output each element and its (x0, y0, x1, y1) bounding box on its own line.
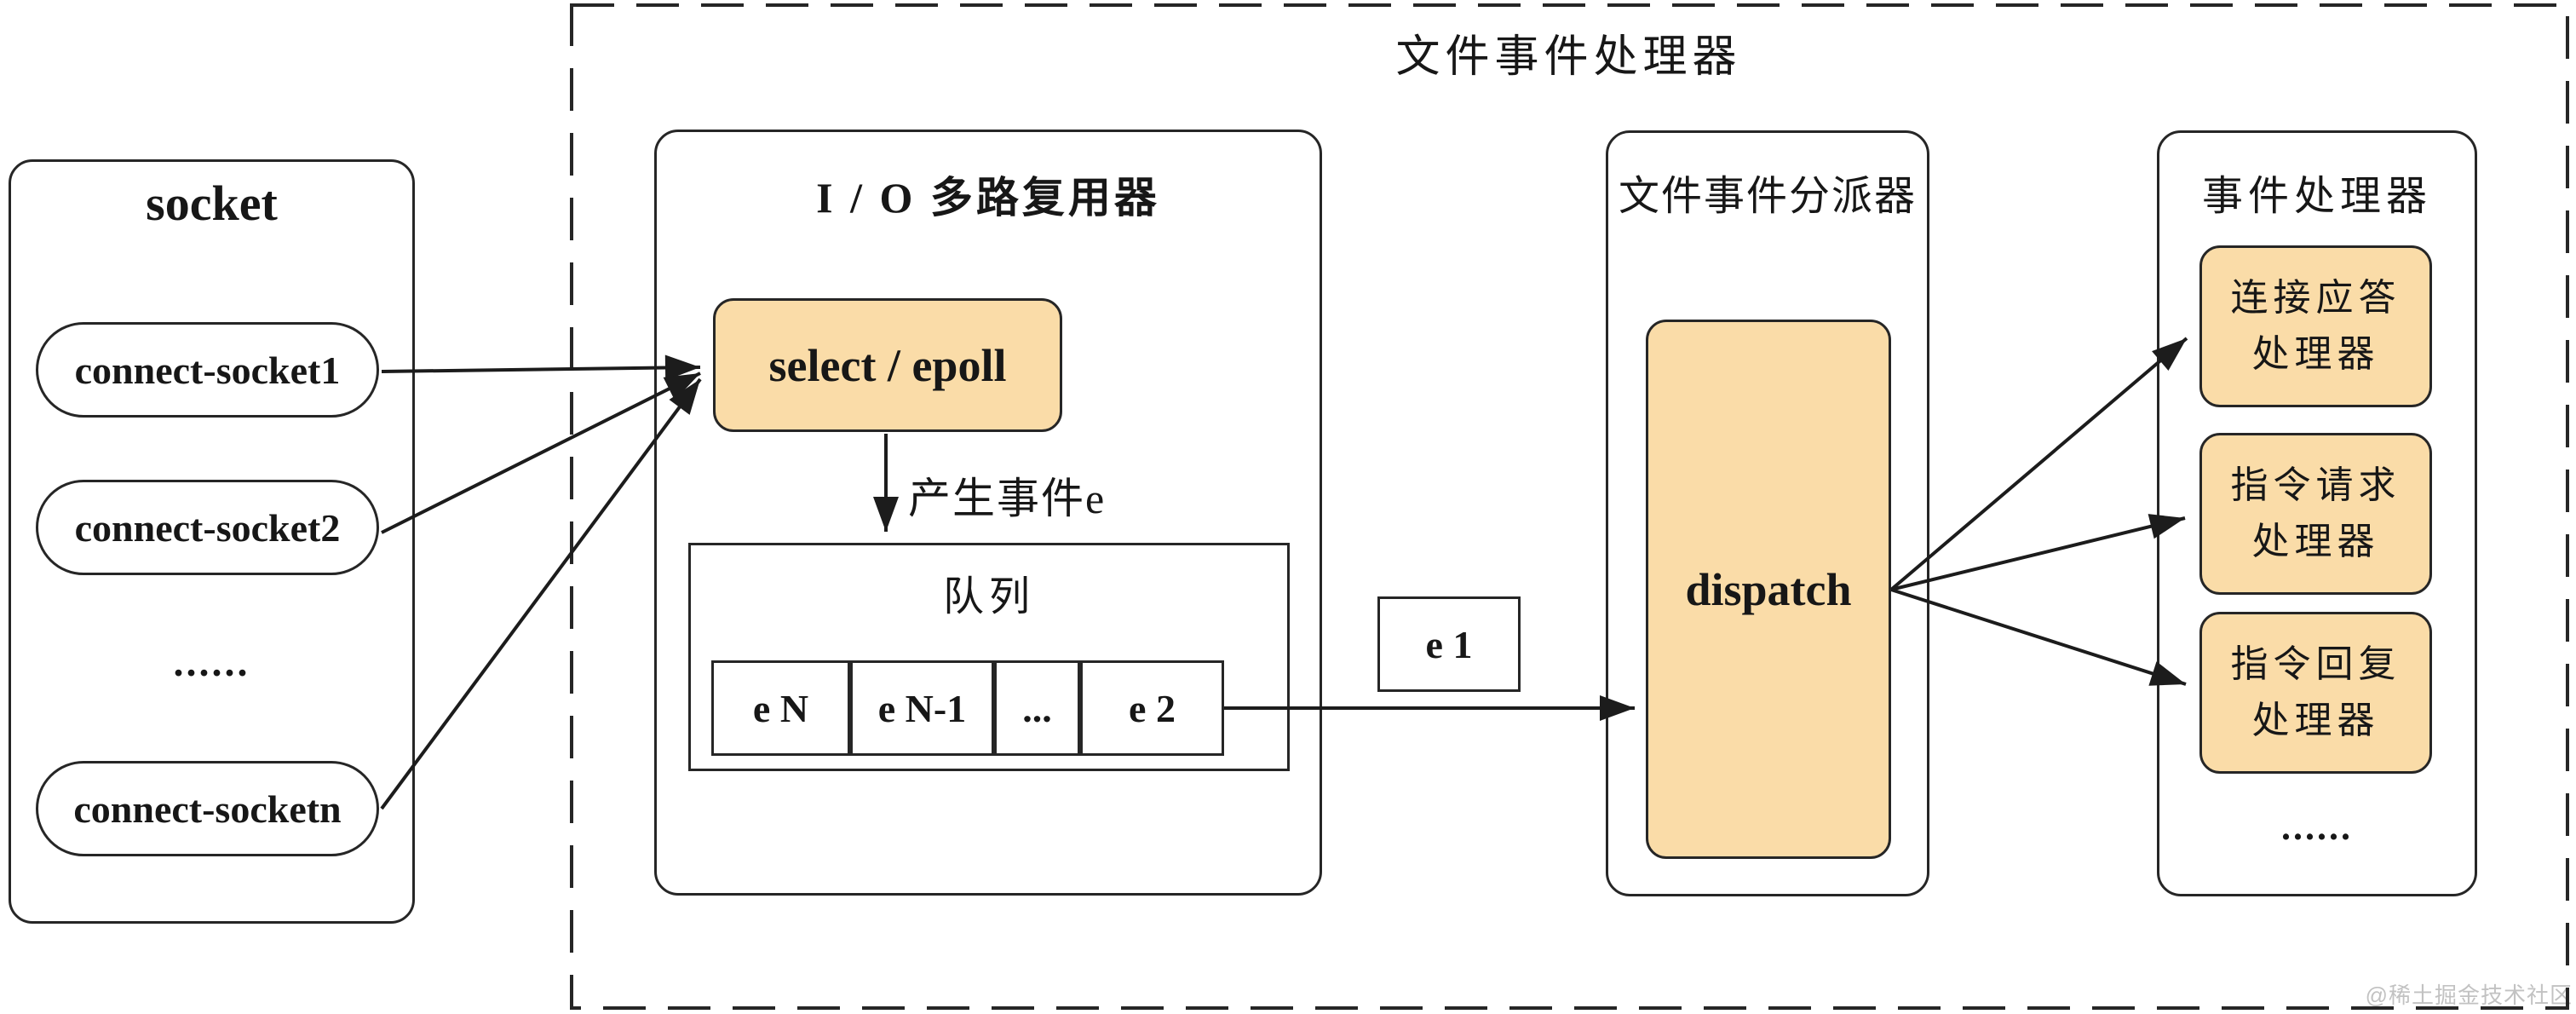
handlers-ellipsis: ...... (2281, 806, 2353, 848)
connect-socketn-label: connect-socketn (73, 786, 342, 831)
handler-connection-reply: 连接应答 处理器 (2199, 245, 2432, 407)
handler-command-reply: 指令回复 处理器 (2199, 612, 2432, 774)
connect-socketn-node: connect-socketn (36, 761, 379, 856)
dispatch-node: dispatch (1646, 320, 1891, 859)
queue-cell-eN-1-label: e N-1 (877, 686, 967, 730)
handler-command-request-line1: 指令请求 (2230, 464, 2401, 506)
connect-socket2-node: connect-socket2 (36, 480, 379, 575)
event-handlers-title: 事件处理器 (2201, 174, 2432, 219)
connect-socket1-label: connect-socket1 (74, 348, 341, 392)
select-epoll-label: select / epoll (768, 339, 1007, 391)
handler-connection-reply-line2: 处理器 (2251, 333, 2380, 375)
socket-ellipsis: ...... (173, 640, 250, 685)
arrow-socketn-to-select (380, 377, 702, 810)
handler-command-reply-line2: 处理器 (2251, 700, 2380, 741)
handler-command-request: 指令请求 处理器 (2199, 433, 2432, 595)
event-e1-node: e 1 (1377, 596, 1521, 692)
arrow-socket1-to-select (381, 354, 701, 381)
queue-cell-eN-label: e N (752, 686, 809, 730)
outer-frame-title: 文件事件处理器 (1395, 33, 1742, 82)
connect-socket1-node: connect-socket1 (36, 322, 379, 418)
queue-cell-eN: e N (711, 660, 850, 756)
handler-command-reply-line1: 指令回复 (2230, 643, 2401, 685)
event-e1-label: e 1 (1425, 622, 1473, 666)
queue-cell-ellipsis-label: ... (1022, 686, 1052, 730)
dispatcher-title: 文件事件分派器 (1618, 174, 1917, 219)
watermark-text: @稀土掘金技术社区 (2365, 982, 2573, 1008)
arrow-dispatch-to-command-request (1890, 514, 2186, 591)
socket-panel-title: socket (146, 176, 278, 231)
handler-connection-reply-line1: 连接应答 (2230, 277, 2401, 319)
queue-cell-ellipsis: ... (994, 660, 1080, 756)
handler-command-request-line2: 处理器 (2251, 521, 2380, 562)
select-epoll-node: select / epoll (713, 298, 1062, 432)
queue-cell-e2: e 2 (1080, 660, 1224, 756)
arrow-dispatch-to-command-reply (1890, 588, 2187, 686)
arrow-dispatch-to-connection-reply (1889, 337, 2188, 591)
connect-socket2-label: connect-socket2 (74, 505, 341, 550)
queue-title: 队列 (942, 574, 1035, 619)
io-multiplexer-title: I / O 多路复用器 (816, 174, 1160, 222)
queue-cell-e2-label: e 2 (1129, 686, 1176, 730)
queue-cell-eN-1: e N-1 (850, 660, 994, 756)
arrow-socket2-to-select (381, 372, 701, 534)
dispatch-label: dispatch (1685, 563, 1852, 615)
produce-event-label: 产生事件e (908, 475, 1107, 522)
